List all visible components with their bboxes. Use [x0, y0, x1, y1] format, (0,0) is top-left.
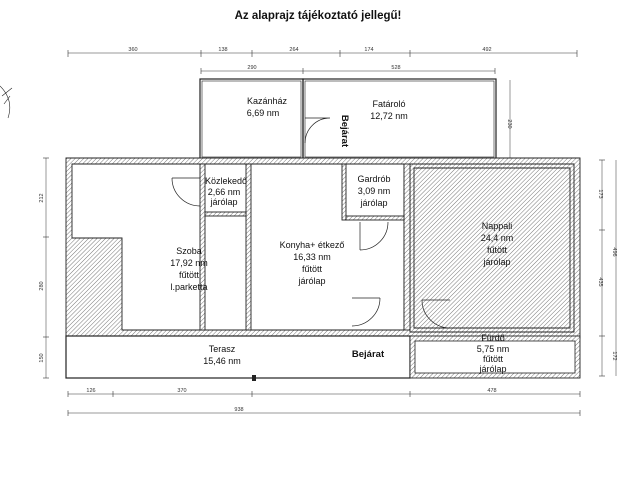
- room-detail: járólap: [209, 197, 237, 207]
- room-detail: 24,4 nm: [481, 233, 514, 243]
- room-furdo: Fürdő 5,75 nm fűtött járólap: [477, 333, 510, 374]
- dim-bottom-2: 370: [177, 388, 186, 394]
- dim-right-2: 496: [611, 247, 617, 256]
- room-detail: fűtött: [179, 270, 200, 280]
- dim-left-1: 212: [39, 193, 45, 202]
- room-detail: 2,66 nm: [208, 187, 241, 197]
- dim-top-1: 360: [128, 47, 137, 53]
- room-konyha-etkezo: Konyha+ étkező 16,33 nm fűtött járólap: [280, 240, 345, 286]
- room-detail: járólap: [297, 276, 325, 286]
- room-detail: l.parketta: [170, 282, 207, 292]
- dim-total-width: 938: [234, 407, 243, 413]
- dim-top-4: 174: [364, 47, 373, 53]
- plan-title: Az alaprajz tájékoztató jellegű!: [235, 10, 402, 22]
- room-name: Terasz: [209, 344, 236, 354]
- room-detail: fűtött: [487, 245, 508, 255]
- dim-bottom-3: 478: [487, 388, 496, 394]
- dim-top-3: 264: [289, 47, 298, 53]
- room-nappali: Nappali 24,4 nm fűtött járólap: [481, 221, 514, 267]
- room-name: Gardrób: [357, 174, 390, 184]
- dim-right-4: 172: [611, 351, 617, 360]
- room-kazanhaz: Kazánház 6,69 nm: [247, 96, 288, 118]
- room-name: Nappali: [482, 221, 513, 231]
- room-detail: 17,92 nm: [170, 258, 208, 268]
- room-detail: 12,72 nm: [370, 111, 408, 121]
- compass-icon: [0, 85, 13, 119]
- entrance-label-top: Bejárat: [339, 115, 350, 148]
- dim-second-1: 290: [247, 65, 256, 71]
- room-detail: járólap: [478, 364, 506, 374]
- room-detail: 6,69 nm: [247, 108, 280, 118]
- doors: [171, 117, 451, 329]
- room-name: Fatároló: [372, 99, 405, 109]
- room-detail: fűtött: [483, 354, 504, 364]
- room-detail: 16,33 nm: [293, 252, 331, 262]
- dim-right-3: 435: [597, 277, 603, 286]
- room-terasz: Terasz 15,46 nm: [203, 344, 241, 366]
- dimension-lines: [43, 50, 617, 416]
- dim-second-2: 528: [391, 65, 400, 71]
- dim-top-2: 138: [218, 47, 227, 53]
- dim-bottom-1: 126: [86, 388, 95, 394]
- room-szoba: Szoba 17,92 nm fűtött l.parketta: [170, 246, 208, 292]
- lower-strip-walls: [65, 335, 581, 381]
- entrance-label-bottom: Bejárat: [352, 349, 385, 360]
- dim-fatarolo-right: 230: [506, 119, 512, 128]
- room-name: Fürdő: [481, 333, 505, 343]
- room-detail: járólap: [482, 257, 510, 267]
- room-name: Közlekedő: [205, 176, 247, 186]
- room-detail: 15,46 nm: [203, 356, 241, 366]
- room-fatarolo: Fatároló 12,72 nm: [370, 99, 408, 121]
- room-gardrob: Gardrób 3,09 nm járólap: [357, 174, 390, 208]
- room-detail: 3,09 nm: [358, 186, 391, 196]
- room-detail: járólap: [359, 198, 387, 208]
- room-detail: fűtött: [302, 264, 323, 274]
- dim-right-1: 173: [597, 189, 603, 198]
- room-name: Konyha+ étkező: [280, 240, 345, 250]
- dim-left-2: 280: [39, 281, 45, 290]
- room-kozlekedo: Közlekedő 2,66 nm járólap: [205, 176, 247, 207]
- room-detail: 5,75 nm: [477, 344, 510, 354]
- dim-left-3: 150: [39, 353, 45, 362]
- room-name: Kazánház: [247, 96, 288, 106]
- room-name: Szoba: [176, 246, 202, 256]
- dim-top-5: 492: [482, 47, 491, 53]
